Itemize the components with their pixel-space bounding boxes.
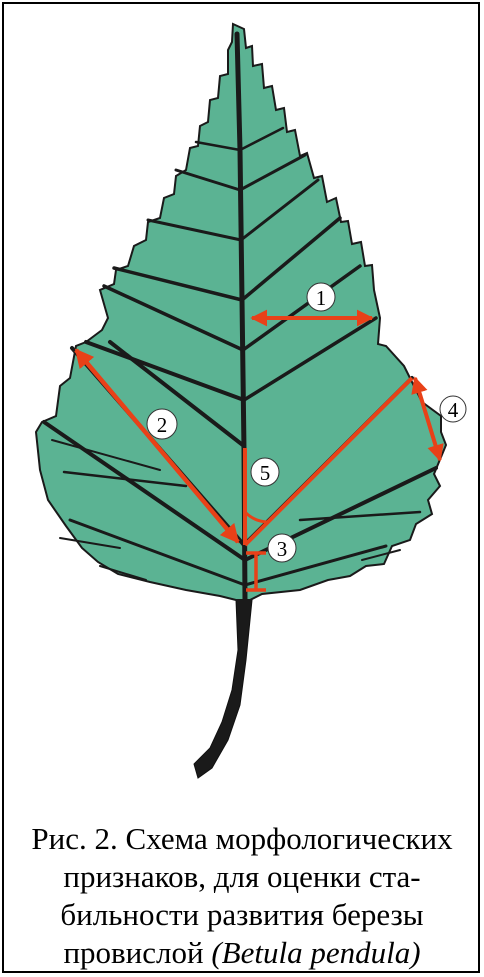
marker-5-label: 5 bbox=[260, 461, 271, 485]
marker-4-label: 4 bbox=[448, 398, 459, 422]
marker-3-label: 3 bbox=[277, 537, 288, 561]
caption-line-2: признаков, для оценки ста- bbox=[10, 858, 474, 896]
caption-latin-name: (Betula pendula) bbox=[211, 935, 420, 970]
figure-caption: Рис. 2. Схема морфологических признаков,… bbox=[10, 820, 474, 972]
birch-leaf-diagram: 1 2 5 4 3 bbox=[0, 0, 484, 820]
marker-1-label: 1 bbox=[316, 286, 327, 310]
petiole bbox=[194, 600, 252, 778]
caption-line-3: бильности развития березы bbox=[10, 896, 474, 934]
caption-line-4-text: провислой bbox=[63, 935, 211, 970]
marker-2-label: 2 bbox=[157, 413, 168, 437]
caption-line-4: провислой (Betula pendula) bbox=[10, 934, 474, 972]
caption-line-1: Рис. 2. Схема морфологических bbox=[10, 820, 474, 858]
